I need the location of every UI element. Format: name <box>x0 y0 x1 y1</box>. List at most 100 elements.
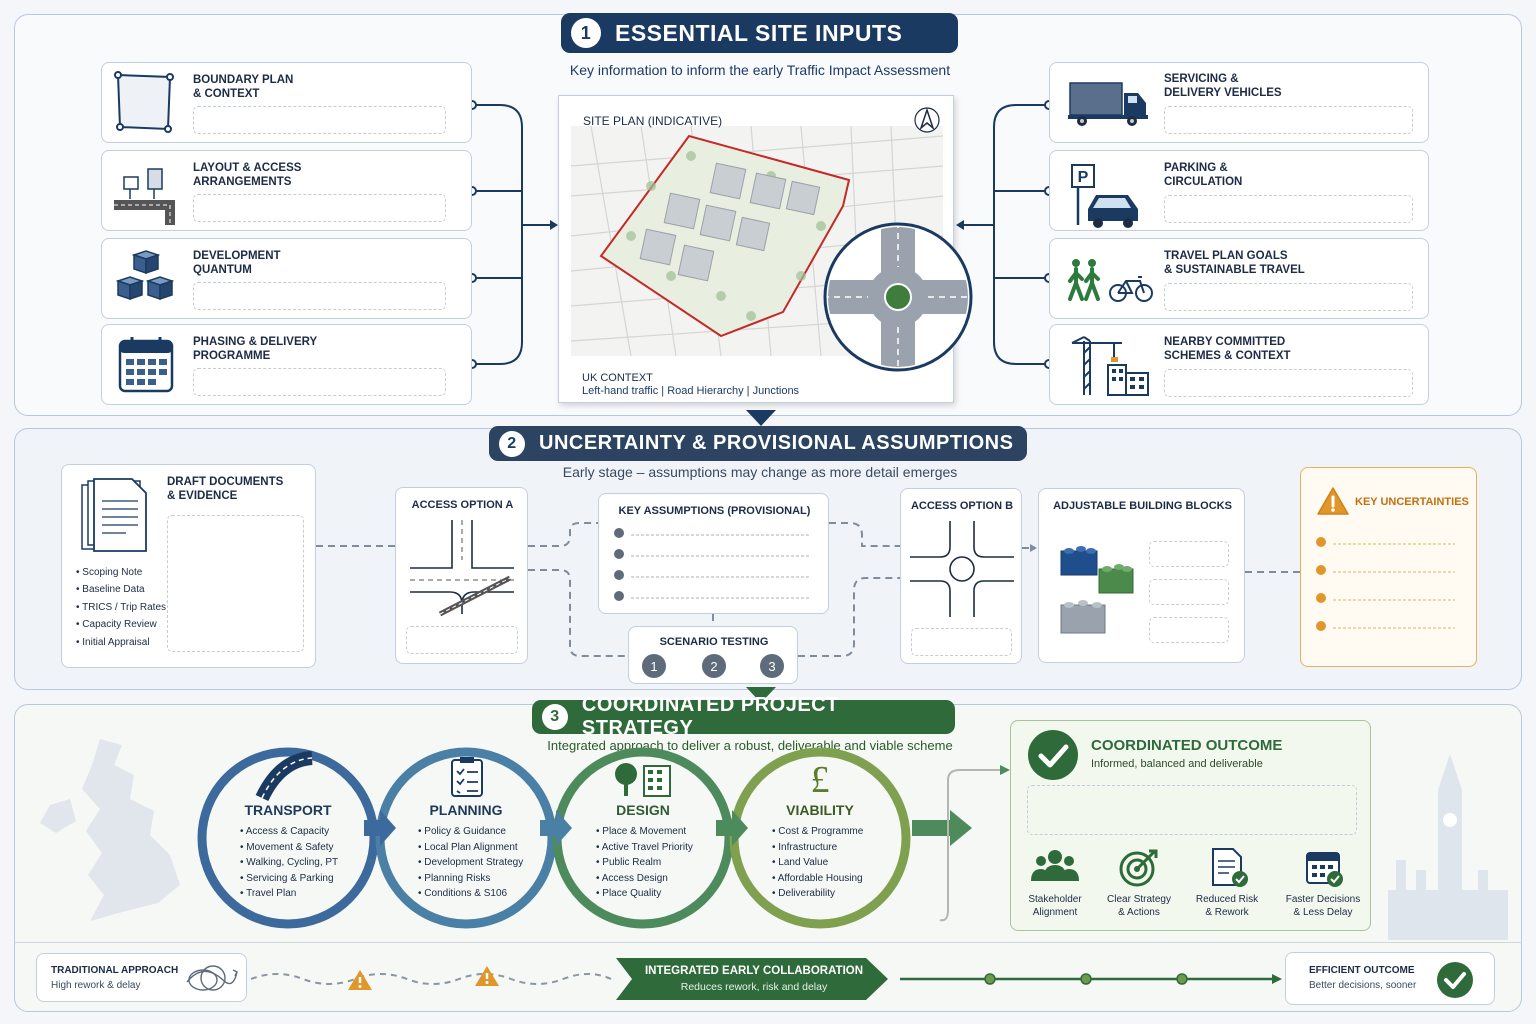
nearby-schemes-card: NEARBY COMMITTED SCHEMES & CONTEXT <box>1049 324 1429 405</box>
document-check-icon <box>1212 848 1248 887</box>
integrated-collaboration-arrow <box>616 958 888 1000</box>
junction-roundabout-icon <box>823 222 973 372</box>
access-option-b-field[interactable] <box>911 628 1012 656</box>
section-2-connectors <box>316 522 1300 657</box>
phasing-programme-field[interactable] <box>193 368 446 396</box>
scenario-testing-card: SCENARIO TESTING 1 2 3 <box>628 626 798 684</box>
transport-ring-title: TRANSPORT <box>244 802 332 818</box>
roundabout-icon <box>910 521 1014 617</box>
svg-text:£: £ <box>811 759 830 801</box>
target-icon <box>1119 849 1158 887</box>
site-plan-map <box>570 125 944 357</box>
ring-item: • Servicing & Parking <box>240 872 334 884</box>
development-quantum-card: DEVELOPMENT QUANTUM <box>101 238 472 319</box>
boundary-plan-title: BOUNDARY PLAN & CONTEXT <box>193 74 294 100</box>
phasing-programme-title: PHASING & DELIVERY PROGRAMME <box>193 336 318 362</box>
london-skyline-icon <box>1388 754 1508 940</box>
section-2-title: UNCERTAINTY & PROVISIONAL ASSUMPTIONS <box>539 432 1014 454</box>
ring-item: • Planning Risks <box>418 872 491 884</box>
benefit-stakeholder-label: Stakeholder Alignment <box>1028 894 1082 918</box>
traditional-path <box>250 973 612 985</box>
ring-item: • Policy & Guidance <box>418 826 506 837</box>
building-blocks-card: ADJUSTABLE BUILDING BLOCKS <box>1038 488 1245 663</box>
ring-item: • Local Plan Alignment <box>418 841 518 853</box>
nearby-schemes-field[interactable] <box>1164 369 1413 397</box>
development-quantum-title: DEVELOPMENT QUANTUM <box>193 250 281 276</box>
section-2-number: 2 <box>499 430 525 457</box>
assumption-list <box>614 528 811 601</box>
scenario-2-button[interactable]: 2 <box>702 654 726 678</box>
draft-item: • Scoping Note <box>76 567 143 578</box>
ring-item: • Access & Capacity <box>240 826 330 837</box>
travel-plan-field[interactable] <box>1164 283 1413 311</box>
section-1-banner: 1 ESSENTIAL SITE INPUTS <box>561 13 958 53</box>
section-2-down-arrow <box>746 687 776 703</box>
ring-item: • Deliverability <box>772 888 835 899</box>
layout-access-field[interactable] <box>193 194 446 222</box>
building-block-field[interactable] <box>1149 617 1229 643</box>
coordinated-outcome-card: COORDINATED OUTCOME Informed, balanced a… <box>1010 720 1371 931</box>
svg-text:P: P <box>1078 169 1089 186</box>
viability-list: • Cost & Programme • Infrastructure • La… <box>772 824 863 902</box>
people-icon <box>1031 850 1079 881</box>
integrated-title: INTEGRATED EARLY COLLABORATION <box>644 965 864 977</box>
scenario-3-button[interactable]: 3 <box>760 654 784 678</box>
warning-icon <box>1317 487 1349 515</box>
section-2-banner: 2 UNCERTAINTY & PROVISIONAL ASSUMPTIONS <box>489 426 1027 461</box>
building-blocks-title: ADJUSTABLE BUILDING BLOCKS <box>1053 500 1232 512</box>
ring-item: • Cost & Programme <box>772 826 864 837</box>
access-option-a-field[interactable] <box>406 626 518 654</box>
section-1-title: ESSENTIAL SITE INPUTS <box>615 19 903 46</box>
ring-item: • Access Design <box>596 872 668 884</box>
tree-building-icon <box>615 763 671 797</box>
boundary-plan-field[interactable] <box>193 106 446 134</box>
viability-ring-title: VIABILITY <box>786 802 854 818</box>
traditional-subtitle: High rework & delay <box>51 980 141 991</box>
building-block-field[interactable] <box>1149 579 1229 605</box>
ring-item: • Place & Movement <box>596 826 687 837</box>
access-option-b-title: ACCESS OPTION B <box>910 500 1014 512</box>
t-junction-icon <box>410 520 514 617</box>
crane-buildings-icon <box>1071 336 1149 396</box>
ring-item: • Place Quality <box>596 888 662 899</box>
traditional-approach-card: TRADITIONAL APPROACH High rework & delay <box>36 953 247 1002</box>
section-3-title: COORDINATED PROJECT STRATEGY <box>581 694 839 739</box>
building-block-field[interactable] <box>1149 541 1229 567</box>
boundary-plan-card: BOUNDARY PLAN & CONTEXT <box>101 62 472 143</box>
outcome-field[interactable] <box>1027 785 1357 835</box>
lego-blocks-icon <box>1060 546 1134 634</box>
parking-circulation-field[interactable] <box>1164 195 1413 223</box>
benefit-decisions-label: Faster Decisions & Less Delay <box>1285 894 1361 918</box>
ring-item: • Walking, Cycling, PT <box>240 857 339 868</box>
section-1-down-arrow <box>746 410 776 426</box>
ring-item: • Affordable Housing <box>772 872 863 884</box>
phasing-programme-card: PHASING & DELIVERY PROGRAMME <box>101 324 472 405</box>
draft-documents-title: DRAFT DOCUMENTS & EVIDENCE <box>167 476 284 502</box>
development-quantum-field[interactable] <box>193 282 446 310</box>
section-1-subtitle: Key information to inform the early Traf… <box>569 62 951 78</box>
checklist-icon <box>451 757 483 797</box>
nearby-schemes-title: NEARBY COMMITTED SCHEMES & CONTEXT <box>1164 336 1291 362</box>
access-option-b-card: ACCESS OPTION B <box>900 488 1022 664</box>
parking-car-icon: P <box>1071 164 1138 228</box>
scenario-1-button[interactable]: 1 <box>642 654 666 678</box>
key-assumptions-title: KEY ASSUMPTIONS (PROVISIONAL) <box>618 505 811 517</box>
uk-map-outline-icon <box>40 739 180 921</box>
planning-list: • Policy & Guidance • Local Plan Alignme… <box>418 824 523 902</box>
design-list: • Place & Movement • Active Travel Prior… <box>596 824 693 902</box>
draft-item: • Initial Appraisal <box>76 637 150 648</box>
servicing-vehicles-field[interactable] <box>1164 106 1413 134</box>
uk-context-text: Left-hand traffic | Road Hierarchy | Jun… <box>582 385 800 397</box>
access-option-a-card: ACCESS OPTION A <box>395 487 528 664</box>
check-circle-icon <box>1028 730 1078 780</box>
ring-item: • Public Realm <box>596 857 662 868</box>
ring-item: • Infrastructure <box>772 841 838 853</box>
boundary-plan-icon <box>114 71 174 133</box>
road-icon <box>255 751 313 802</box>
warning-icon <box>348 970 372 990</box>
draft-documents-field[interactable] <box>167 515 304 652</box>
ring-item: • Land Value <box>772 857 829 868</box>
design-ring-title: DESIGN <box>616 802 670 818</box>
draft-item: • Baseline Data <box>76 584 145 595</box>
